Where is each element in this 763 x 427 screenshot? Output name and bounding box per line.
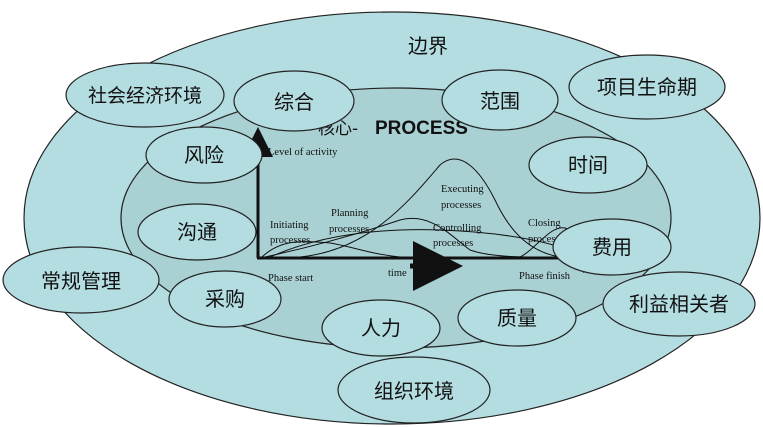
planning-label-2: processes xyxy=(329,224,369,235)
bubble-org-env: 组织环境 xyxy=(337,356,491,424)
y-axis-label: Level of activity xyxy=(268,147,338,158)
bubble-communication-label: 沟通 xyxy=(177,220,217,244)
bubble-hr-label: 人力 xyxy=(361,316,401,340)
core-title: PROCESS xyxy=(375,118,468,139)
bubble-cost-label: 费用 xyxy=(592,235,632,259)
x-axis-label: time xyxy=(388,268,407,279)
bubble-lifecycle: 项目生命期 xyxy=(568,54,726,120)
bubble-scope: 范围 xyxy=(441,69,559,131)
initiating-curve xyxy=(261,241,401,258)
bubble-hr: 人力 xyxy=(321,299,441,357)
bubble-time: 时间 xyxy=(528,136,648,194)
bubble-integration-label: 综合 xyxy=(274,90,314,114)
bubble-risk: 风险 xyxy=(145,126,263,184)
bubble-cost: 费用 xyxy=(552,218,672,276)
bubble-procurement: 采购 xyxy=(168,270,282,328)
bubble-general-mgmt-label: 常规管理 xyxy=(41,269,121,293)
phase-finish-label: Phase finish xyxy=(519,271,571,282)
bubble-society: 社会经济环境 xyxy=(65,62,225,128)
bubble-integration: 综合 xyxy=(233,70,355,132)
phase-start-label: Phase start xyxy=(268,273,313,284)
initiating-label-2: processes xyxy=(270,235,310,246)
bubble-org-env-label: 组织环境 xyxy=(374,379,454,403)
executing-curve xyxy=(299,158,561,258)
bubble-quality: 质量 xyxy=(457,289,577,347)
boundary-label: 边界 xyxy=(408,34,448,58)
bubble-communication: 沟通 xyxy=(137,203,257,261)
planning-curve xyxy=(264,217,541,258)
bubble-scope-label: 范围 xyxy=(480,89,520,113)
executing-label-1: Executing xyxy=(441,184,484,195)
bubble-lifecycle-label: 项目生命期 xyxy=(597,75,697,99)
bubble-procurement-label: 采购 xyxy=(205,287,245,311)
bubble-quality-label: 质量 xyxy=(497,306,537,330)
bubble-stakeholders-label: 利益相关者 xyxy=(629,292,729,316)
bubble-stakeholders: 利益相关者 xyxy=(602,271,756,337)
activity-chart: Level of activity time Phase start Phase… xyxy=(243,127,613,291)
planning-label-1: Planning xyxy=(331,208,369,219)
closing-label-1: Closing xyxy=(528,218,561,229)
executing-label-2: processes xyxy=(441,200,481,211)
bubble-time-label: 时间 xyxy=(568,153,608,177)
controlling-label-2: processes xyxy=(433,238,473,249)
bubble-risk-label: 风险 xyxy=(184,143,224,167)
controlling-label-1: Controlling xyxy=(433,223,482,234)
bubble-society-label: 社会经济环境 xyxy=(88,85,202,107)
bubble-general-mgmt: 常规管理 xyxy=(2,246,160,314)
closing-label-2: processes xyxy=(528,234,568,245)
initiating-label-1: Initiating xyxy=(270,220,309,231)
